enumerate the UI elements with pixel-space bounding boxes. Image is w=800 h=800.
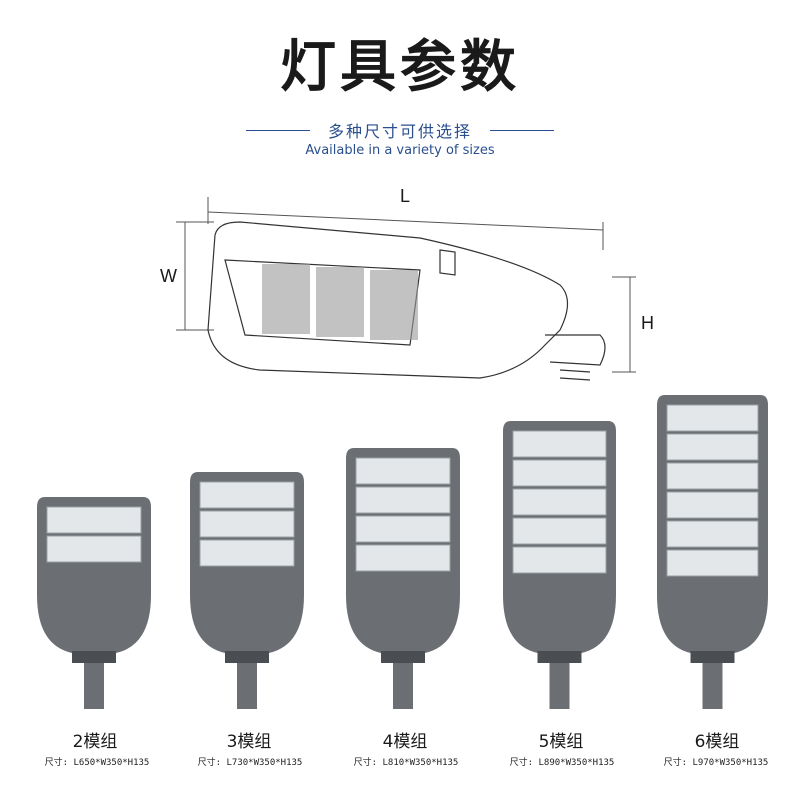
led-module [512,430,607,458]
pole-mount [72,651,116,663]
led-module [666,520,759,548]
pole-sleeve [84,663,104,709]
subtitle-english: Available in a variety of sizes [305,143,495,158]
led-module [355,486,451,514]
dimension-diagram [176,197,636,381]
led-module [666,462,759,490]
subtitle-right-line [490,129,554,131]
led-module [666,549,759,577]
led-module [199,481,295,509]
led-module [512,488,607,516]
pole-mount [537,651,582,663]
length-label: L [400,186,411,206]
subtitle: 多种尺寸可供选择 [327,122,472,141]
pole-sleeve [237,663,257,709]
led-module [512,546,607,574]
subtitle-row: 多种尺寸可供选择 [0,118,800,142]
led-module [666,404,759,432]
led-module [199,539,295,567]
pole-sleeve [702,663,723,709]
lamp-led-grid [262,264,418,340]
pole-mount [381,651,425,663]
height-label: H [641,313,654,333]
lamp-outline-drawing [207,221,606,381]
pole-sleeve [393,663,413,709]
lamp-model-5 [503,421,616,709]
model-5-label: 5模组 [538,732,584,752]
lamp-model-6 [657,395,768,709]
led-module [355,515,451,543]
model-4-label: 4模组 [382,732,428,752]
lamp-model-3 [190,472,304,709]
model-4-size: 尺寸: L810*W350*H135 [353,758,459,768]
pole-mount [690,651,735,663]
led-module [46,535,142,563]
led-module [512,459,607,487]
model-3-label: 3模组 [226,732,272,752]
subtitle-left-line [245,129,310,131]
led-module [355,544,451,572]
pole-sleeve [549,663,570,709]
led-module [666,433,759,461]
model-6-size: 尺寸: L970*W350*H135 [663,758,769,768]
model-3-size: 尺寸: L730*W350*H135 [197,758,303,768]
led-module [355,457,451,485]
width-label: W [160,266,177,286]
length-dimension-line [207,211,604,231]
model-2-label: 2模组 [72,732,118,752]
led-module [666,491,759,519]
pole-mount [225,651,269,663]
model-5-size: 尺寸: L890*W350*H135 [509,758,615,768]
model-6-label: 6模组 [694,732,740,752]
led-module [46,506,142,534]
lamp-model-2 [37,497,151,709]
led-module [199,510,295,538]
model-2-size: 尺寸: L650*W350*H135 [44,758,150,768]
led-module [512,517,607,545]
page-title: 灯具参数 [280,35,520,100]
lamp-model-4 [346,448,460,709]
